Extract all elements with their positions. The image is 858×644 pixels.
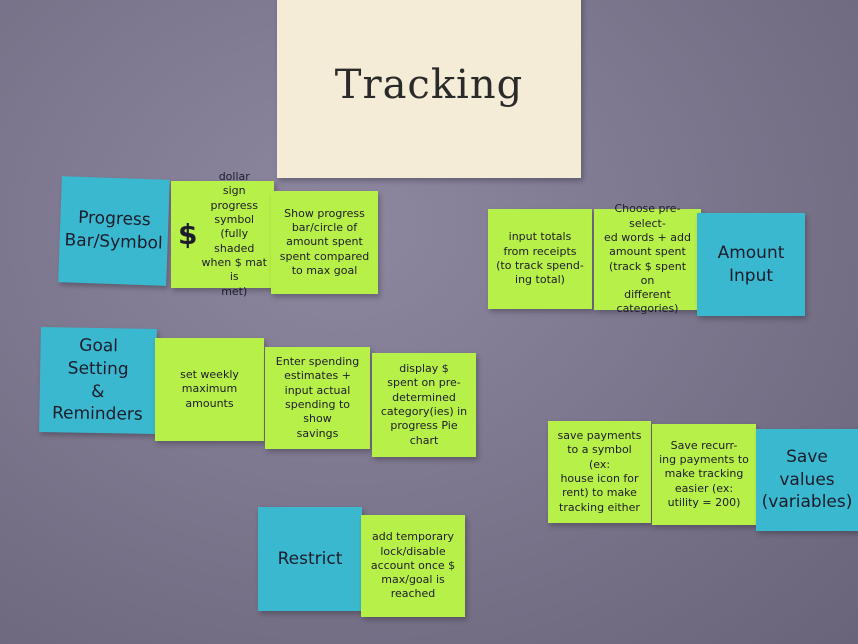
- category-label: Save values (variables): [761, 446, 853, 513]
- sticky-note: add temporary lock/disable account once …: [361, 515, 465, 617]
- dollar-sign-icon: $: [178, 217, 198, 251]
- sticky-note: Enter spending estimates + input actual …: [265, 347, 370, 449]
- sticky-note: $ dollar sign progress symbol (fully sha…: [171, 170, 274, 298]
- category-note-goal-setting: Goal Setting & Reminders: [39, 326, 157, 435]
- page-title: Tracking: [334, 62, 524, 108]
- sticky-note: Save recurr- ing payments to make tracki…: [652, 424, 756, 525]
- category-note-amount-input: Amount Input: [697, 213, 805, 316]
- category-note-save-values: Save values (variables): [756, 429, 858, 531]
- category-label: Restrict: [277, 548, 343, 569]
- category-label: Amount Input: [717, 242, 785, 286]
- category-note-restrict: Restrict: [258, 507, 362, 611]
- sticky-note: save payments to a symbol (ex: house ico…: [548, 421, 651, 523]
- sticky-note: Choose pre-select- ed words + add amount…: [594, 202, 701, 315]
- category-note-progress: Progress Bar/Symbol: [58, 176, 170, 286]
- sticky-note: Show progress bar/circle of amount spent…: [271, 191, 378, 294]
- sticky-note: display $ spent on pre- determined categ…: [372, 353, 476, 457]
- sticky-note: set weekly maximum amounts: [155, 338, 264, 441]
- category-label: Goal Setting & Reminders: [51, 335, 143, 426]
- title-paper: Tracking: [277, 0, 581, 178]
- sticky-note: input totals from receipts (to track spe…: [488, 209, 592, 309]
- category-label: Progress Bar/Symbol: [64, 207, 163, 254]
